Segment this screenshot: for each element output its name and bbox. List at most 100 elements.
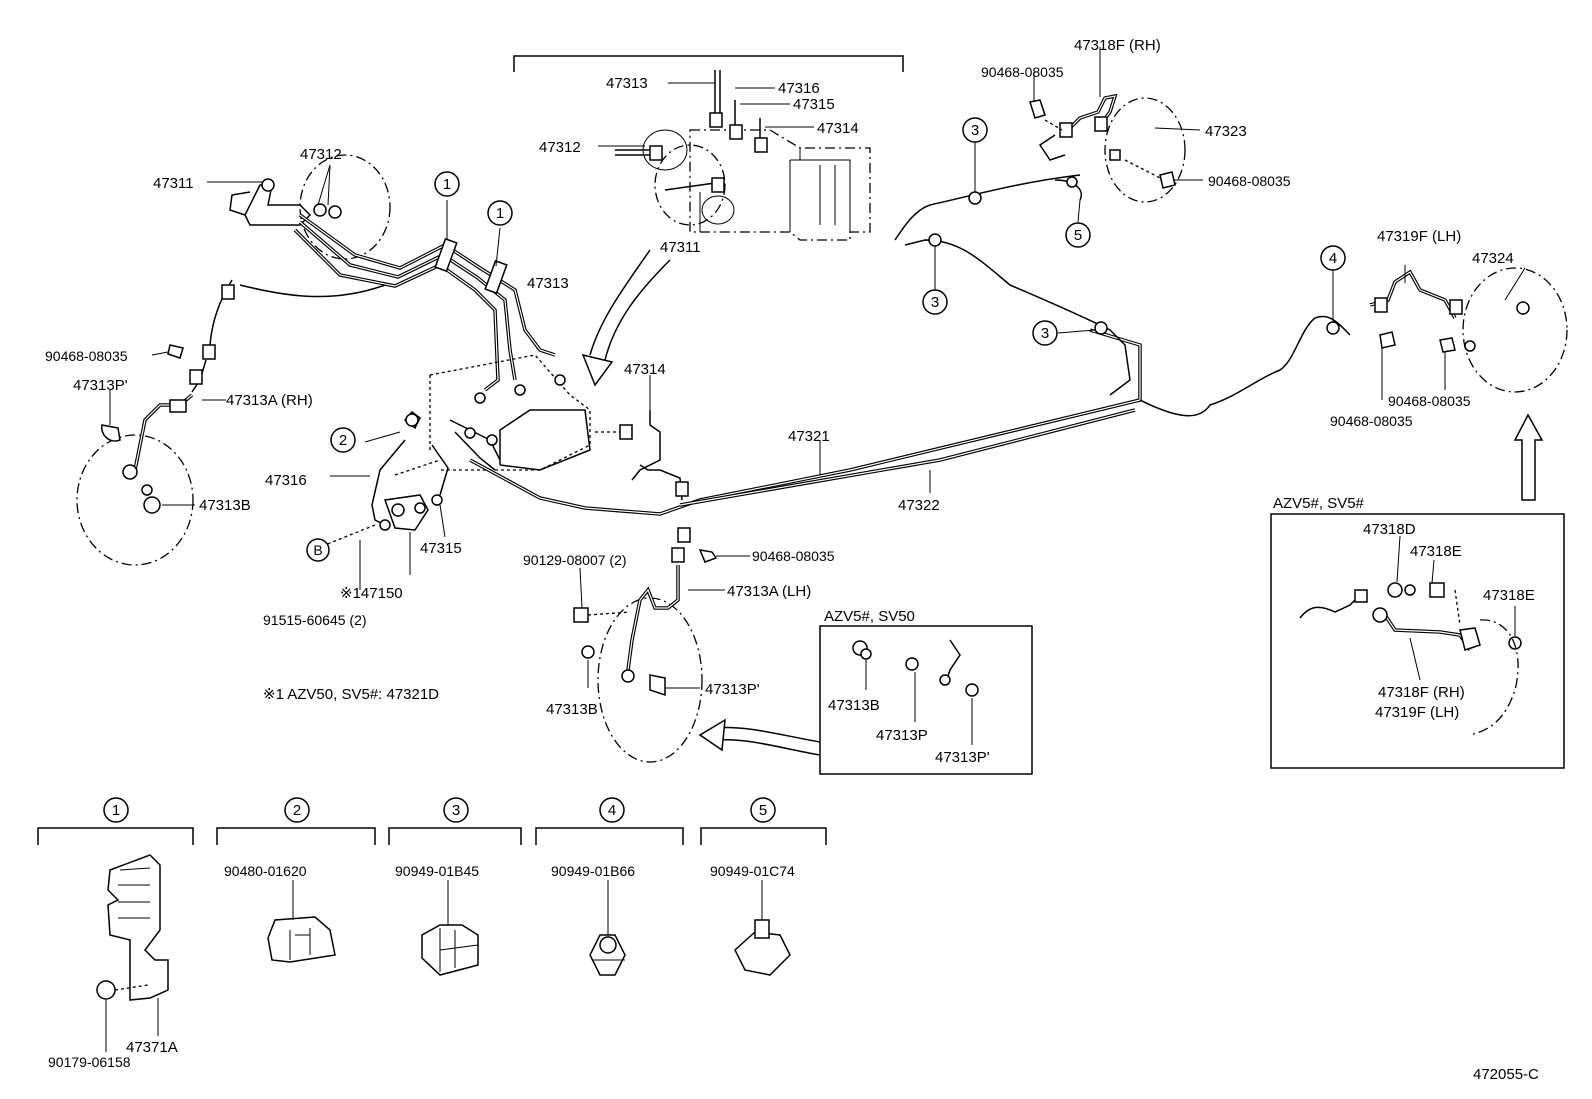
callout-markers: 1 1 2 3 3 3 4 5 B 1 2 3 4 5 (103, 117, 1346, 823)
rear-lines (894, 142, 1351, 417)
part-label: 90468-08035 (752, 548, 835, 564)
part-label: 47318E (1483, 587, 1535, 604)
part-label: 47371A (126, 1039, 178, 1056)
callout-4-label: 4 (1329, 250, 1337, 267)
row-callout-2-label: 2 (293, 802, 301, 819)
part-label: 90468-08035 (981, 64, 1064, 80)
row-callout-1-label: 1 (112, 802, 120, 819)
part-label: 47323 (1205, 123, 1247, 140)
part-label: 47313B (199, 497, 251, 514)
front-left-wheel (76, 344, 226, 566)
part-label: 90949-01B45 (395, 863, 479, 879)
fitting-icon (729, 124, 743, 140)
part-label: 47321 (788, 428, 830, 445)
part-label: 47313 (527, 275, 569, 292)
callout-3a-label: 3 (971, 122, 979, 139)
part-label: 47316 (265, 472, 307, 489)
row-callout-5 (750, 797, 776, 823)
part-label: 90949-01B66 (551, 863, 635, 879)
callout-2-label: 2 (339, 432, 347, 449)
callout-3b (922, 289, 948, 315)
main-rear-pipes (469, 328, 1142, 563)
callout-3b-label: 3 (931, 294, 939, 311)
callout-4 (1320, 245, 1346, 271)
part-label: 47314 (624, 361, 666, 378)
part-label: 90480-01620 (224, 863, 307, 879)
callout-2 (330, 427, 356, 453)
master-cylinder-area (189, 154, 556, 393)
callout-1b (487, 200, 513, 226)
diagram-code: 472055-C (1473, 1066, 1539, 1083)
part-label: 47313A (LH) (727, 583, 811, 600)
part-label: 47324 (1472, 250, 1514, 267)
callout-5 (1065, 222, 1091, 248)
part-label: 90129-08007 (2) (523, 552, 627, 568)
part-label: 90468-08035 (45, 348, 128, 364)
part-label: 47311 (660, 239, 701, 256)
fitting-icon (189, 369, 203, 385)
part-label: 47318D (1363, 521, 1416, 538)
part-label: 90949-01C74 (710, 863, 795, 879)
part-label: 47313B (546, 701, 598, 718)
footnote: ※1 AZV50, SV5#: 47321D (263, 686, 439, 703)
part-label: 90468-08035 (1208, 173, 1291, 189)
fitting-icon (754, 137, 768, 153)
part-label: 47322 (898, 497, 940, 514)
inset-title: AZV5#, SV5# (1273, 495, 1365, 512)
part-label: 47312 (300, 146, 342, 163)
row-callout-4-label: 4 (608, 802, 616, 819)
abs-actuator-detail (513, 55, 904, 387)
part-label: 90468-08035 (1388, 393, 1471, 409)
callout-3a (962, 117, 988, 143)
proportioning-valve (306, 354, 591, 590)
part-label: 47316 (778, 80, 820, 97)
callout-1b-label: 1 (496, 205, 504, 222)
fitting-icon (649, 145, 663, 161)
part-label: 47312 (539, 139, 581, 156)
part-label: 47314 (817, 120, 859, 137)
part-label: 47313P' (935, 749, 990, 766)
part-label: 47313B (828, 697, 880, 714)
inset-azv5-sv50 (819, 625, 1033, 775)
callout-b-label: B (313, 542, 322, 558)
part-label: 47319F (LH) (1377, 228, 1461, 245)
row-callout-5-label: 5 (759, 802, 767, 819)
part-label: 47311 (153, 175, 194, 192)
row-callout-2 (284, 797, 310, 823)
part-label: 47313P (876, 727, 928, 744)
fitting-icon (711, 177, 725, 193)
inset-title: AZV5#, SV50 (824, 608, 915, 625)
row-callout-1 (103, 797, 129, 823)
part-label: 90468-08035 (1330, 413, 1413, 429)
part-label: 47313 (606, 75, 648, 92)
part-label: 47318F (RH) (1378, 684, 1465, 701)
clip-parts-row (37, 827, 827, 1052)
part-label: 47313A (RH) (226, 392, 313, 409)
row-callout-3-label: 3 (452, 802, 460, 819)
part-label: 47313P' (73, 377, 128, 394)
inset-azv5-sv5 (1270, 513, 1565, 769)
part-label: 90179-06158 (48, 1054, 131, 1070)
callout-3c (1032, 320, 1058, 346)
rear-lh-wheel (1369, 265, 1568, 501)
part-label: 47319F (LH) (1375, 704, 1459, 721)
row-callout-3 (443, 797, 469, 823)
part-label: 47318E (1410, 543, 1462, 560)
callout-1a-label: 1 (443, 176, 451, 193)
part-labels: 47311 47312 47313 47316 47315 47314 4731… (45, 37, 1539, 1083)
callout-3c-label: 3 (1041, 325, 1049, 342)
part-label: 47313P' (705, 681, 760, 698)
part-label: 47315 (420, 540, 462, 557)
fitting-icon (709, 112, 723, 128)
callout-5-label: 5 (1074, 227, 1082, 244)
part-label: 47318F (RH) (1074, 37, 1161, 54)
part-label: 91515-60645 (2) (263, 612, 367, 628)
fitting-icon (221, 284, 235, 300)
row-callout-4 (599, 797, 625, 823)
part-label: 47315 (793, 96, 835, 113)
front-lh-wheel (573, 549, 821, 763)
rear-rh-wheel (1029, 47, 1203, 203)
part-label: ※147150 (340, 585, 403, 602)
callout-1a (434, 171, 460, 197)
